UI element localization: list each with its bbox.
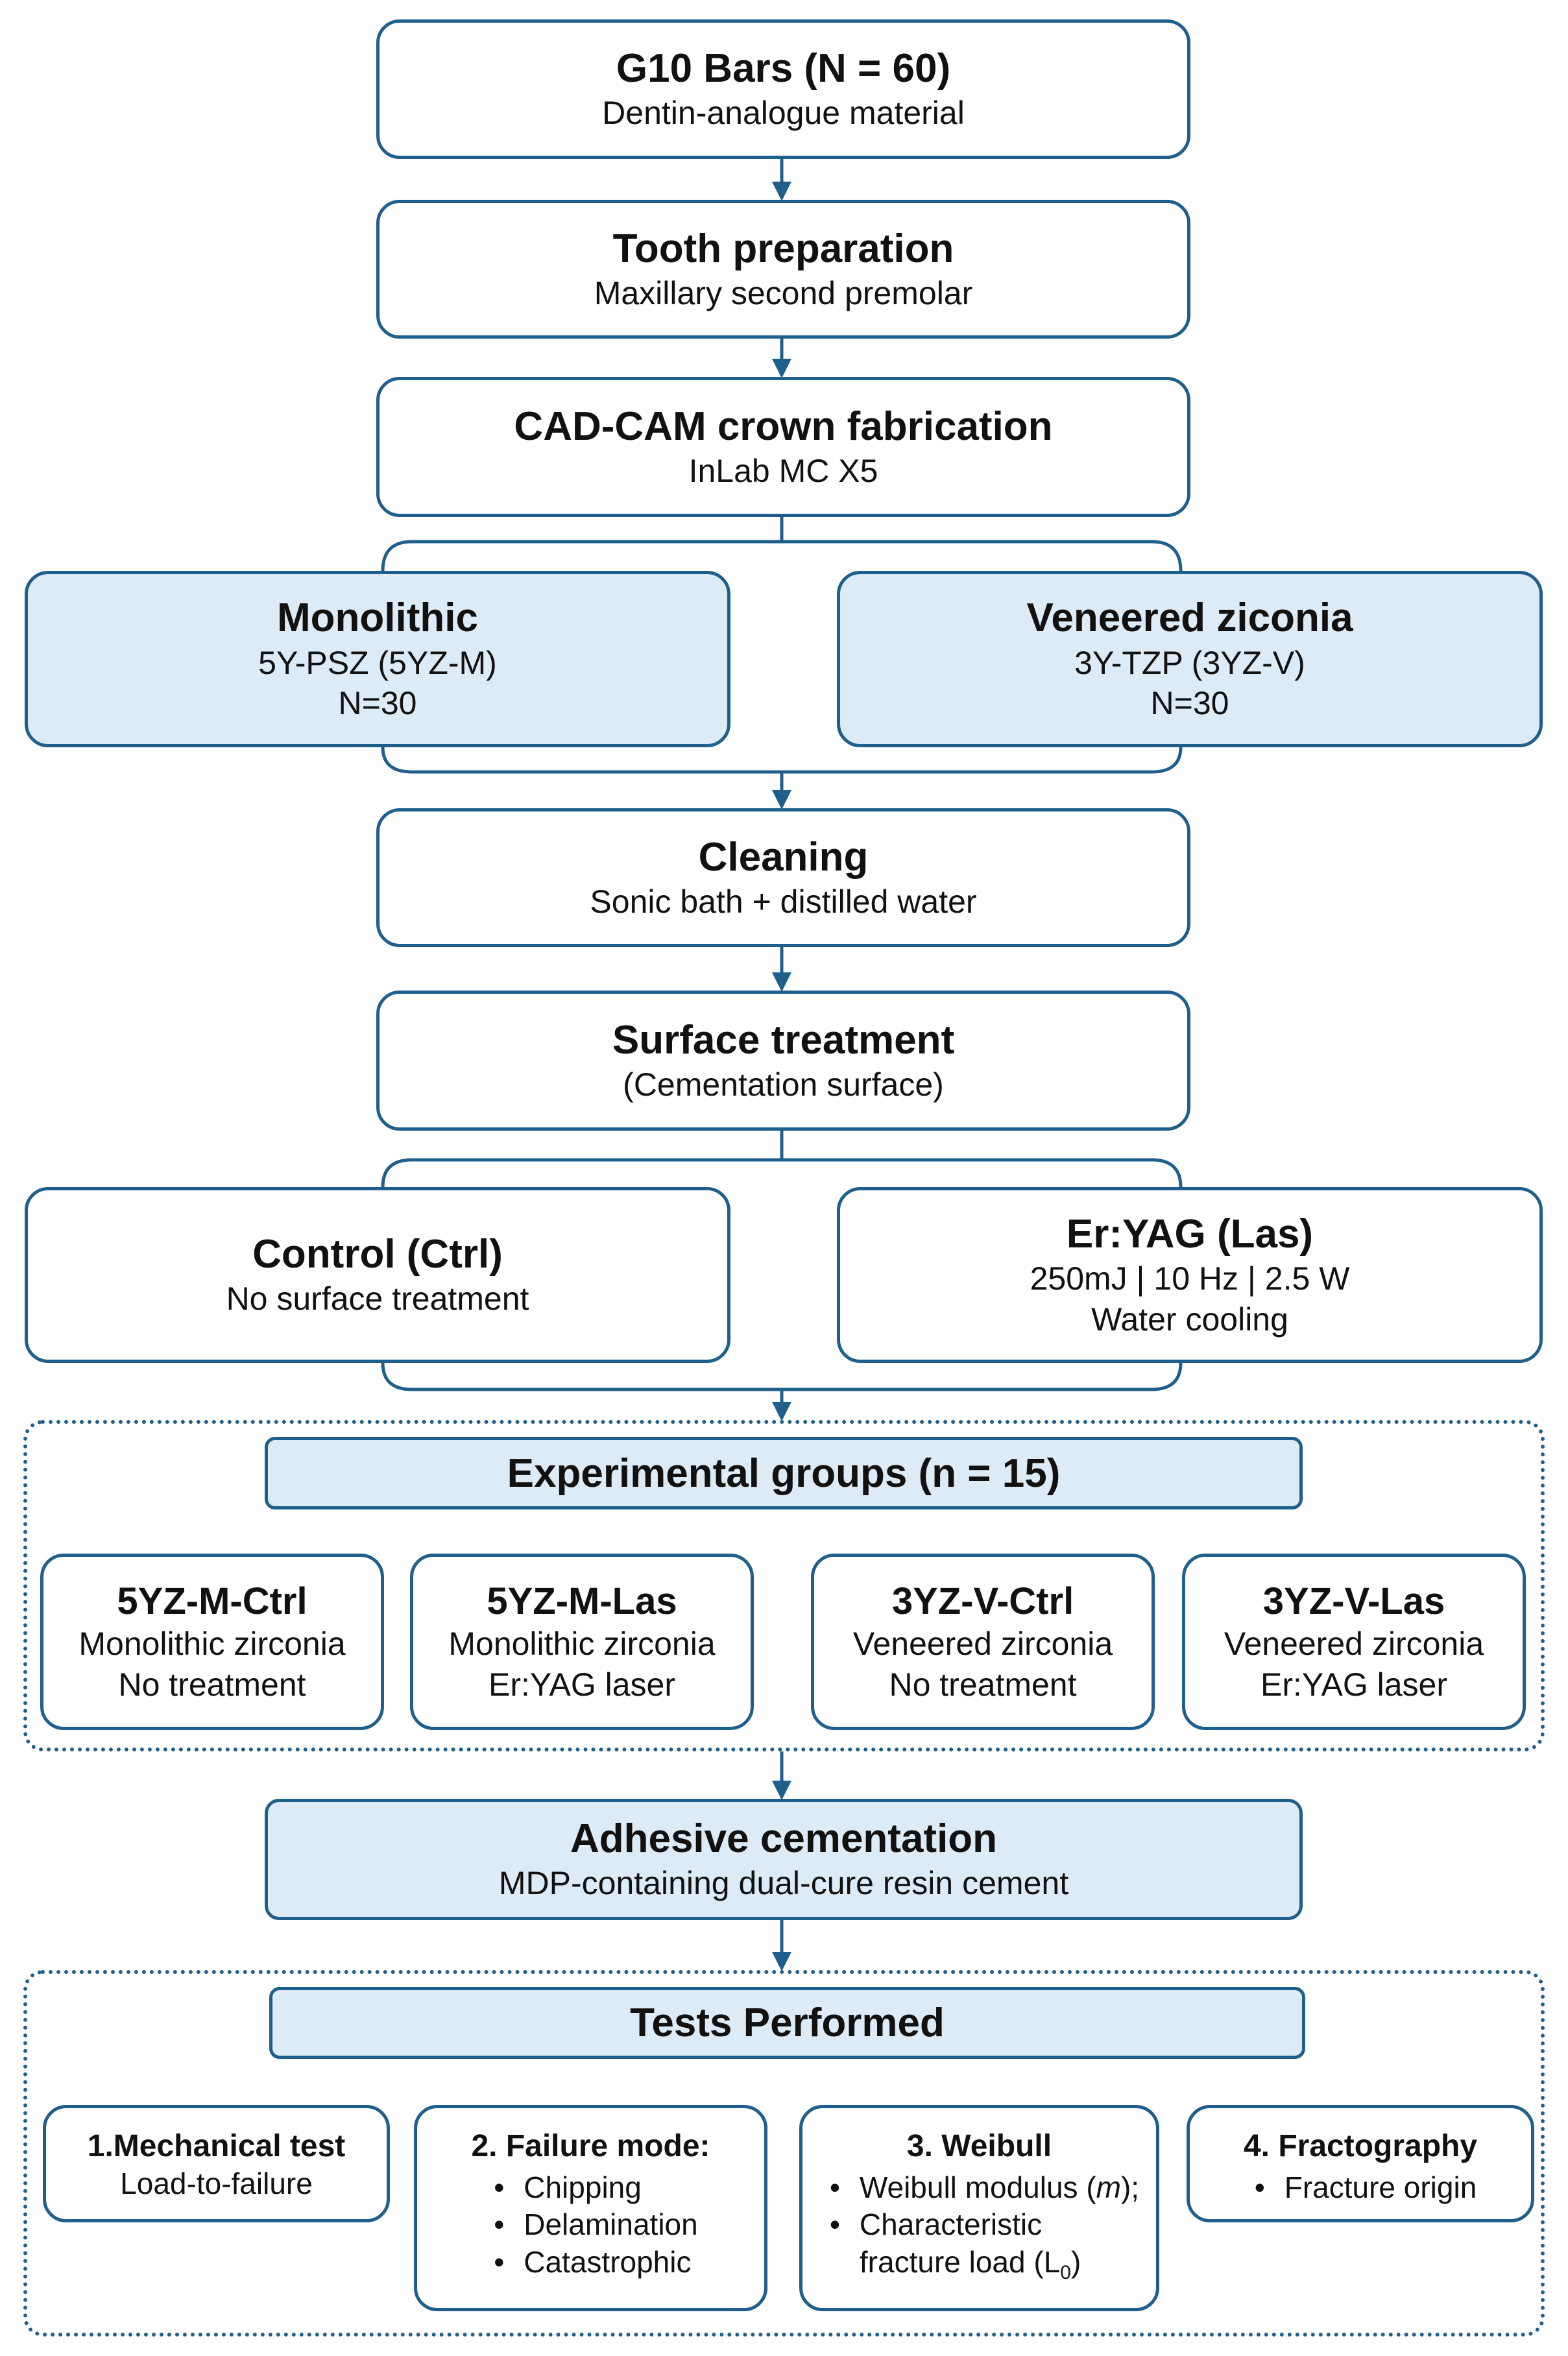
test-mechanical-title: 1.Mechanical test (87, 2129, 346, 2163)
veneered-count: N=30 (1150, 685, 1229, 722)
test-fractography-title: 4. Fractography (1243, 2129, 1478, 2163)
monolithic-material: 5Y-PSZ (5YZ-M) (258, 644, 497, 681)
group-material: Monolithic zirconia (78, 1626, 346, 1663)
surface-treatment-box: Surface treatment (Cementation surface) (376, 991, 1190, 1131)
adhesive-cementation-title: Adhesive cementation (570, 1816, 998, 1862)
laser-parameters: 250mJ | 10 Hz | 2.5 W (1030, 1260, 1350, 1297)
control-box: Control (Ctrl) No surface treatment (25, 1187, 730, 1363)
group-material: Veneered zirconia (852, 1626, 1113, 1663)
monolithic-title: Monolithic (277, 595, 478, 641)
group-5yz-m-ctrl: 5YZ-M-Ctrl Monolithic zirconia No treatm… (40, 1554, 384, 1730)
list-item: •Delamination (483, 2206, 697, 2244)
bracket-merge-treatments (381, 1362, 1183, 1391)
list-item: •Chipping (483, 2169, 697, 2207)
list-item: •Fracture origin (1244, 2169, 1477, 2207)
tooth-preparation-title: Tooth preparation (612, 226, 954, 271)
failure-mode-catastrophic: Catastrophic (524, 2244, 692, 2279)
laser-box: Er:YAG (Las) 250mJ | 10 Hz | 2.5 W Water… (837, 1187, 1543, 1363)
bracket-split-treatments (381, 1131, 1183, 1188)
tests-container (23, 1970, 1545, 2337)
group-material: Veneered zirconia (1224, 1626, 1484, 1663)
laser-title: Er:YAG (Las) (1066, 1211, 1314, 1256)
list-item: •Catastrophic (483, 2244, 697, 2281)
fractography-list: •Fracture origin (1244, 2169, 1477, 2207)
group-3yz-v-ctrl: 3YZ-V-Ctrl Veneered zirconia No treatmen… (811, 1554, 1155, 1730)
group-material: Monolithic zirconia (448, 1626, 716, 1663)
test-failure-mode: 2. Failure mode: •Chipping •Delamination… (414, 2105, 767, 2311)
group-5yz-m-las: 5YZ-M-Las Monolithic zirconia Er:YAG las… (410, 1554, 754, 1730)
list-item: •Weibull modulus (m); (819, 2169, 1139, 2207)
control-subtitle: No surface treatment (226, 1280, 529, 1317)
g10-bars-subtitle: Dentin-analogue material (602, 95, 965, 132)
cleaning-box: Cleaning Sonic bath + distilled water (376, 808, 1190, 947)
cad-cam-box: CAD-CAM crown fabrication InLab MC X5 (376, 377, 1190, 517)
group-title: 5YZ-M-Las (487, 1580, 677, 1622)
g10-bars-box: G10 Bars (N = 60) Dentin-analogue materi… (376, 19, 1190, 159)
group-title: 3YZ-V-Las (1262, 1580, 1445, 1622)
bracket-merge-materials (381, 747, 1183, 774)
group-treatment: No treatment (118, 1666, 306, 1703)
test-mechanical-subtitle: Load-to-failure (120, 2166, 313, 2200)
group-treatment: Er:YAG laser (488, 1666, 676, 1703)
g10-bars-title: G10 Bars (N = 60) (616, 46, 951, 91)
surface-treatment-title: Surface treatment (612, 1017, 955, 1063)
weibull-modulus-item: Weibull modulus (m); (859, 2170, 1140, 2204)
cleaning-subtitle: Sonic bath + distilled water (590, 883, 977, 920)
tooth-preparation-box: Tooth preparation Maxillary second premo… (376, 200, 1190, 339)
veneered-material: 3Y-TZP (3YZ-V) (1074, 644, 1305, 681)
failure-mode-list: •Chipping •Delamination •Catastrophic (483, 2169, 697, 2281)
cad-cam-subtitle: InLab MC X5 (688, 452, 878, 489)
failure-mode-delamination: Delamination (524, 2207, 698, 2242)
monolithic-box: Monolithic 5Y-PSZ (5YZ-M) N=30 (25, 571, 730, 747)
veneered-box: Veneered ziconia 3Y-TZP (3YZ-V) N=30 (837, 571, 1543, 747)
group-3yz-v-las: 3YZ-V-Las Veneered zirconia Er:YAG laser (1182, 1554, 1526, 1730)
group-treatment: No treatment (889, 1666, 1077, 1703)
cleaning-title: Cleaning (698, 834, 869, 880)
cad-cam-title: CAD-CAM crown fabrication (514, 403, 1053, 449)
group-title: 5YZ-M-Ctrl (117, 1580, 308, 1622)
surface-treatment-subtitle: (Cementation surface) (623, 1066, 944, 1103)
experimental-groups-header: Experimental groups (n = 15) (265, 1437, 1303, 1509)
fractography-fracture-origin: Fracture origin (1284, 2170, 1477, 2204)
adhesive-cementation-box: Adhesive cementation MDP-containing dual… (265, 1799, 1303, 1920)
group-treatment: Er:YAG laser (1260, 1666, 1448, 1703)
monolithic-count: N=30 (338, 685, 417, 722)
test-failure-mode-title: 2. Failure mode: (471, 2129, 710, 2163)
adhesive-cementation-subtitle: MDP-containing dual-cure resin cement (498, 1865, 1069, 1902)
test-weibull-title: 3. Weibull (906, 2129, 1052, 2163)
failure-mode-chipping: Chipping (524, 2170, 642, 2204)
group-title: 3YZ-V-Ctrl (891, 1580, 1074, 1622)
test-mechanical: 1.Mechanical test Load-to-failure (43, 2105, 390, 2222)
bracket-split-materials (381, 517, 1183, 571)
laser-cooling: Water cooling (1091, 1301, 1288, 1338)
tooth-preparation-subtitle: Maxillary second premolar (594, 274, 973, 311)
tests-header: Tests Performed (269, 1987, 1305, 2059)
test-fractography: 4. Fractography •Fracture origin (1187, 2105, 1534, 2222)
experimental-groups-container (23, 1420, 1545, 1751)
veneered-title: Veneered ziconia (1026, 595, 1353, 641)
test-weibull: 3. Weibull •Weibull modulus (m); •Charac… (799, 2105, 1159, 2311)
control-title: Control (Ctrl) (252, 1232, 503, 1277)
